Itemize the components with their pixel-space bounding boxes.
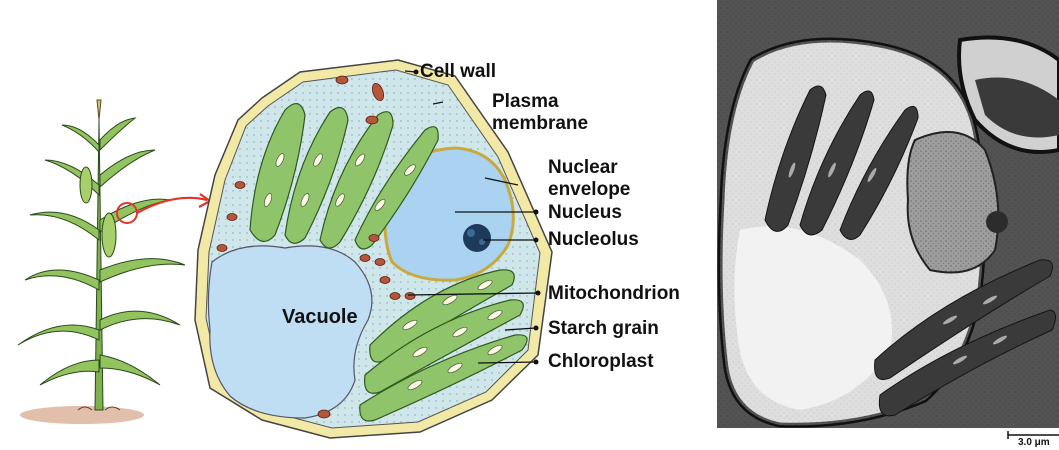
label-plasma-membrane-line1: Plasma bbox=[492, 92, 559, 112]
scale-bar-label: 3.0 μm bbox=[1018, 437, 1050, 448]
nucleolus-shape bbox=[463, 224, 491, 252]
label-chloroplast: Chloroplast bbox=[548, 352, 654, 372]
label-cell-wall: Cell wall bbox=[420, 62, 496, 82]
label-nucleus: Nucleus bbox=[548, 203, 622, 223]
label-nuclear-envelope-line1: Nuclear bbox=[548, 158, 618, 178]
corn-plant-illustration bbox=[18, 100, 185, 424]
vacuole-shape bbox=[208, 246, 371, 418]
label-nuclear-envelope-line2: envelope bbox=[548, 180, 630, 200]
label-starch-grain: Starch grain bbox=[548, 319, 659, 339]
label-vacuole: Vacuole bbox=[282, 306, 358, 329]
label-plasma-membrane-line2: membrane bbox=[492, 114, 588, 134]
label-nucleolus: Nucleolus bbox=[548, 230, 639, 250]
label-mitochondrion: Mitochondrion bbox=[548, 284, 680, 304]
electron-micrograph bbox=[717, 0, 1059, 450]
